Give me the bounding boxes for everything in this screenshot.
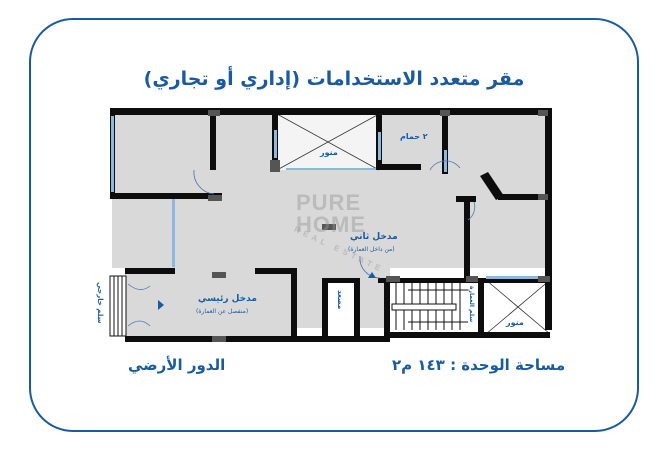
- label-elevator: مصعد: [336, 290, 344, 310]
- watermark-pure: PURE: [296, 190, 362, 215]
- second-entrance-arrow: [368, 272, 376, 278]
- main-entrance-arrow: [158, 300, 164, 310]
- watermark-home: HOME: [296, 212, 366, 237]
- columns: [208, 110, 550, 342]
- outer-frame: [29, 18, 639, 432]
- label-main-entrance: مدخل رئيسي: [198, 294, 257, 304]
- unit-area: مساحة الوحدة : ١٤٣ م٢: [392, 356, 566, 374]
- label-second-entrance: مدخل ثاني: [350, 232, 398, 242]
- label-second-entrance-note: (من داخل العمارة): [348, 246, 395, 253]
- label-bathroom: ٢ حمام: [400, 132, 428, 141]
- label-light-well-bottom: منور: [506, 318, 524, 327]
- exterior-stairs: [109, 275, 127, 337]
- plan-title: مقر متعدد الاستخدامات (إداري أو تجاري): [143, 68, 525, 90]
- label-light-well-top: منور: [320, 148, 338, 157]
- doors: [127, 160, 476, 327]
- label-main-entrance-note: (منفصل عن العمارة): [196, 308, 249, 315]
- elevator-shaft: [326, 282, 354, 332]
- floor-name: الدور الأرضي: [128, 356, 226, 374]
- label-building-stairs: سلم العمارة: [468, 286, 475, 323]
- light-well-top: [276, 113, 380, 171]
- building-stairs: [390, 282, 478, 332]
- label-exterior-stairs: سلم خارجي: [96, 282, 104, 324]
- light-well-bottom: [485, 279, 551, 335]
